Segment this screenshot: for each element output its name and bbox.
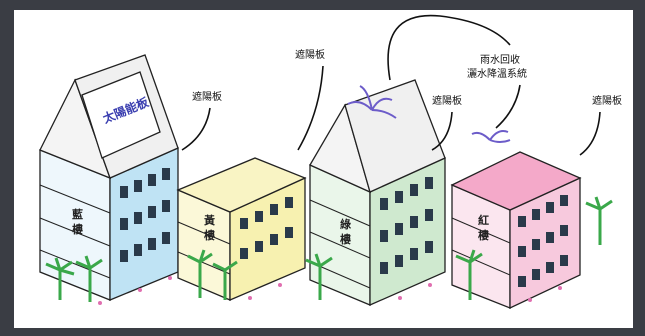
rain-spray-green xyxy=(347,85,397,119)
building-pink: 紅 樓 xyxy=(450,130,582,310)
building-green: 綠 樓 xyxy=(309,79,446,306)
landscaping xyxy=(45,196,613,305)
building-name-pink-1: 紅 xyxy=(478,213,489,227)
building-yellow: 黃 樓 xyxy=(176,157,307,301)
building-name-pink-2: 樓 xyxy=(478,228,489,242)
label-sunshade-1: 遮陽板 xyxy=(192,90,222,103)
label-sunshade-4: 遮陽板 xyxy=(592,94,622,107)
building-name-blue-2: 樓 xyxy=(72,222,83,236)
callout-arrows xyxy=(181,14,601,156)
label-sunshade-2: 遮陽板 xyxy=(295,48,325,61)
building-name-green-1: 綠 xyxy=(340,217,352,231)
building-name-yellow-1: 黃 xyxy=(203,213,215,227)
label-rain-2: 灑水降溫系統 xyxy=(467,67,527,80)
label-rain-1: 雨水回收 xyxy=(480,53,520,66)
building-name-green-2: 樓 xyxy=(340,232,351,246)
rain-spray-pink xyxy=(471,130,511,143)
solar-panel xyxy=(81,71,161,159)
building-blue: 太陽能板 藍 樓 xyxy=(39,54,179,301)
label-sunshade-3: 遮陽板 xyxy=(432,94,462,107)
building-name-yellow-2: 樓 xyxy=(204,228,215,242)
building-name-blue-1: 藍 xyxy=(72,207,83,221)
